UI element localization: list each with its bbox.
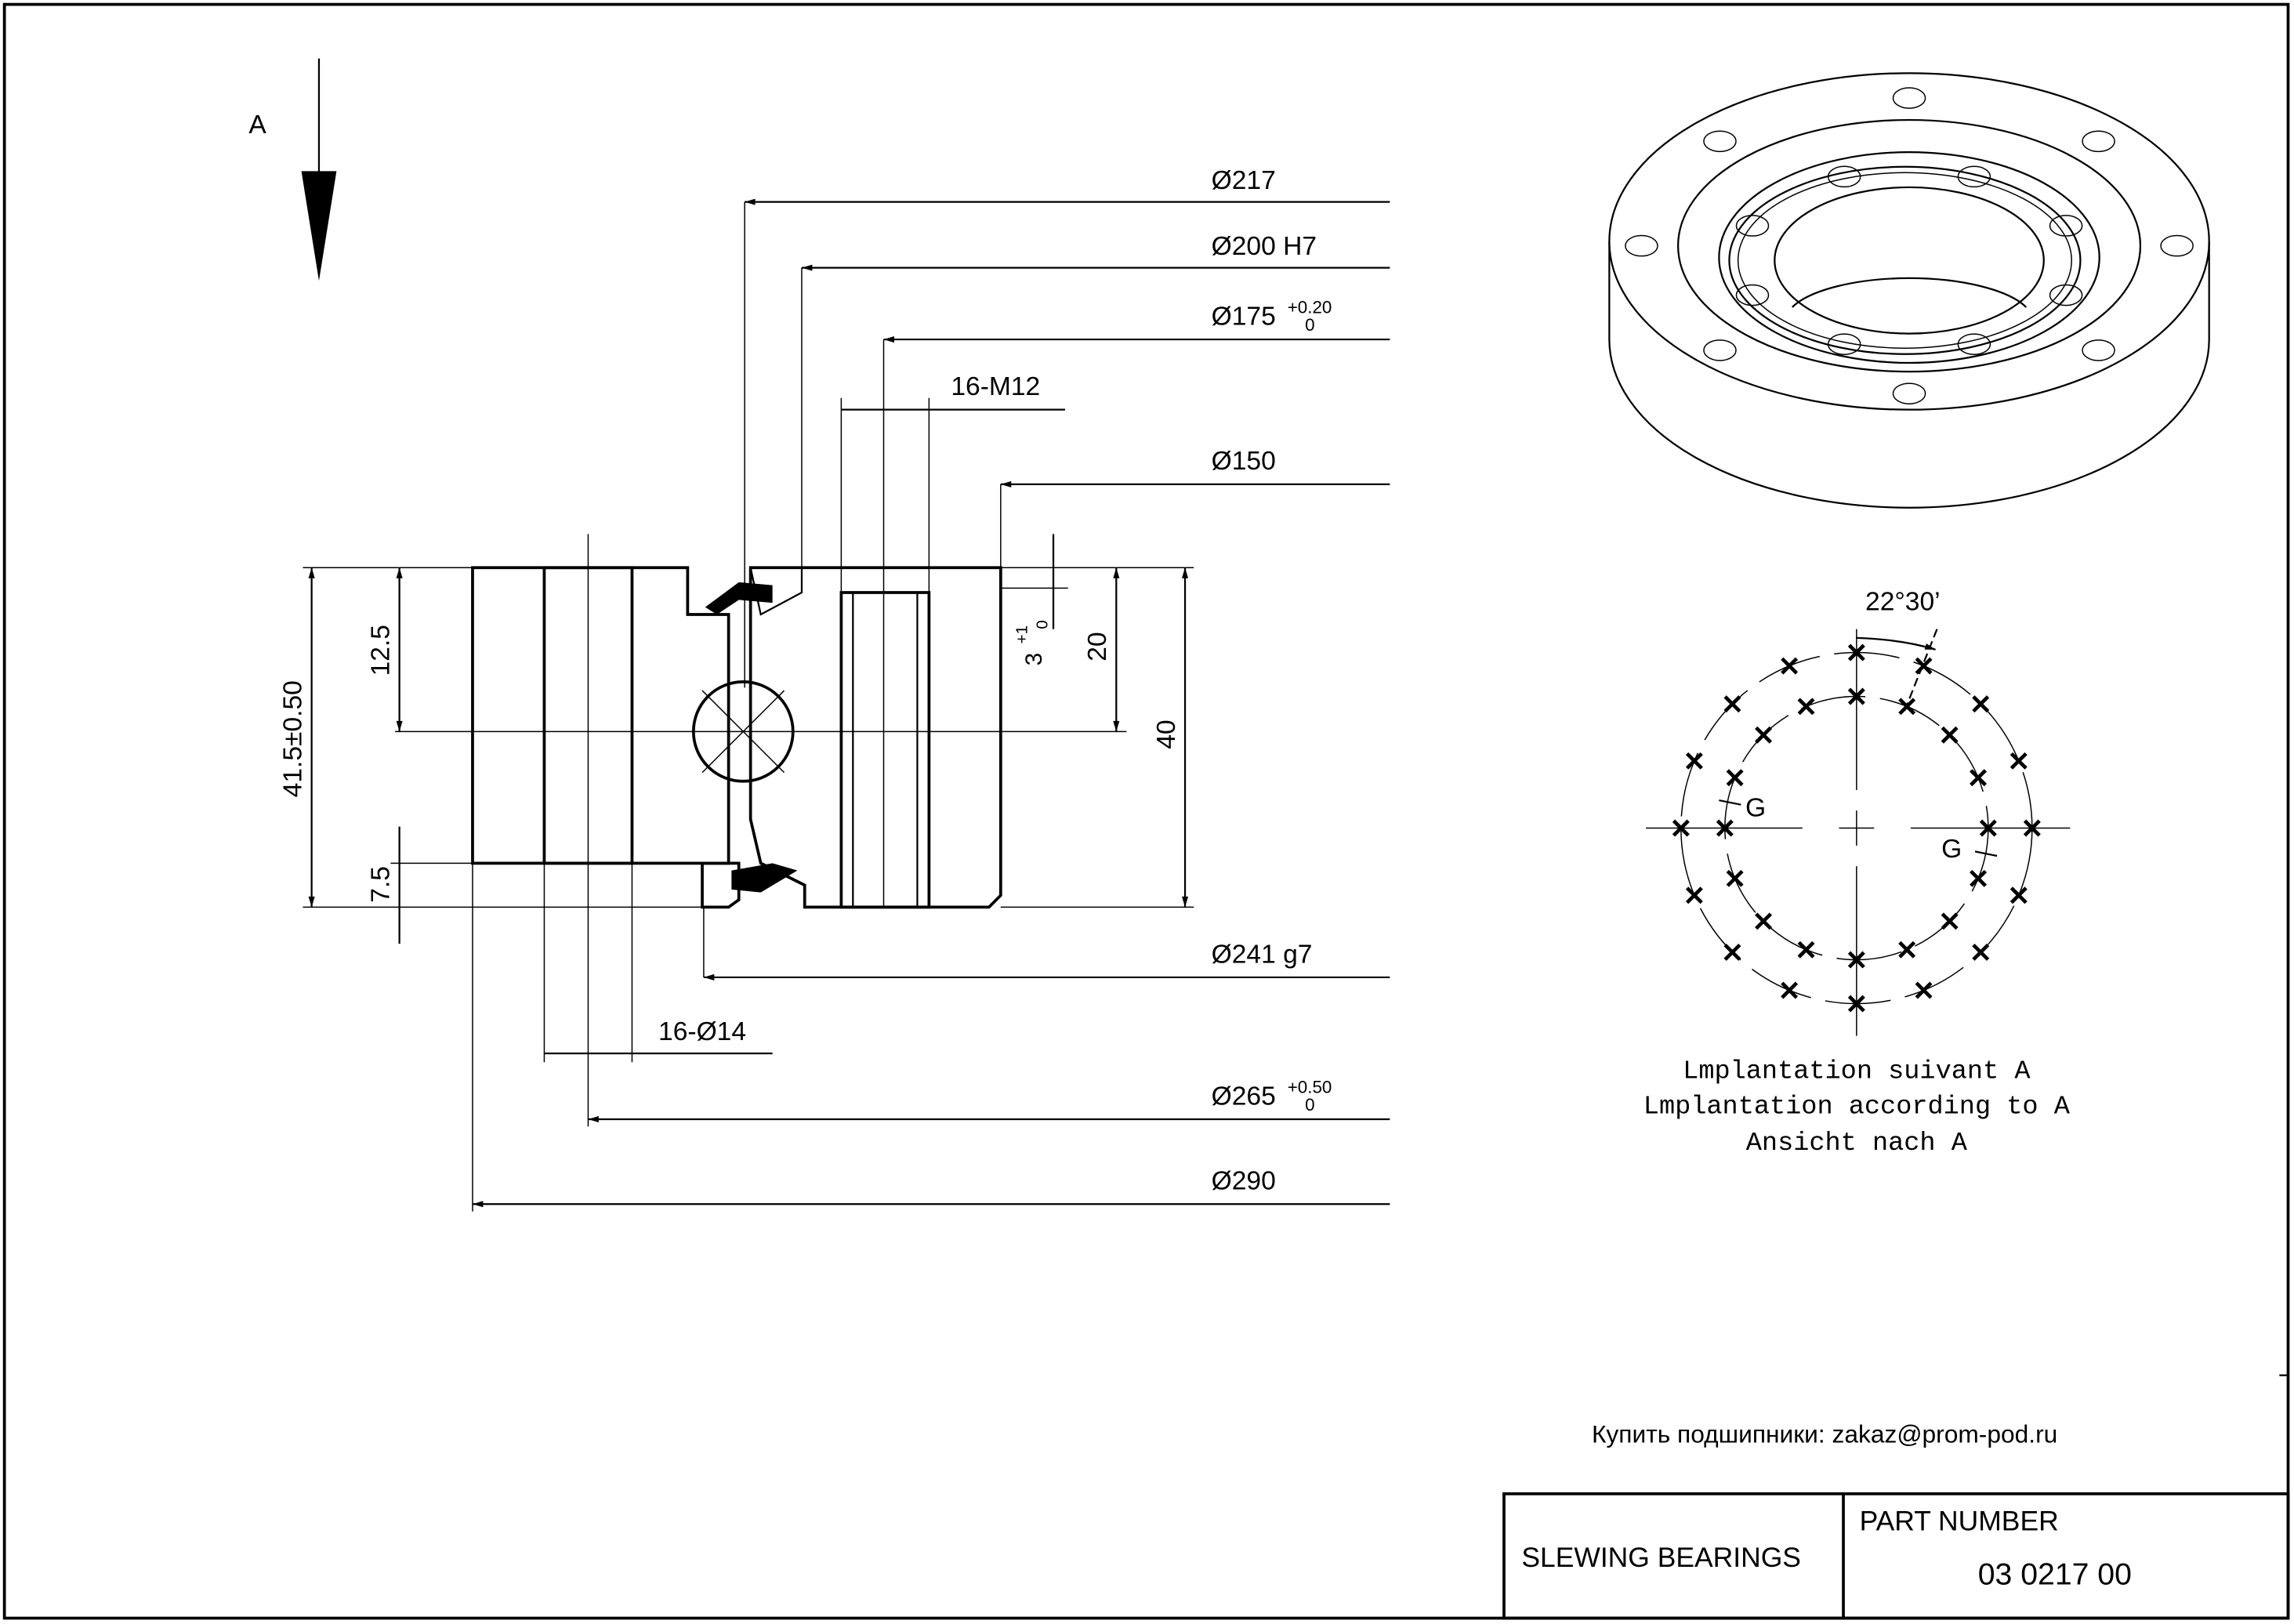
tol-lower: 0	[1034, 620, 1052, 629]
view-label: A	[248, 111, 266, 140]
inner-hole-mark	[1797, 941, 1815, 959]
angle-label: 22°30’	[1865, 587, 1941, 616]
outer-iso-hole	[1892, 382, 1926, 404]
inner-iso-hole	[2049, 284, 2083, 306]
inner-hole-mark	[1898, 698, 1916, 716]
inner-hole-mark	[1755, 912, 1773, 930]
outer-iso-hole	[1703, 130, 1737, 153]
inner-iso-hole	[1735, 284, 1770, 306]
inner-hole-mark	[1726, 769, 1744, 787]
outer-iso-hole	[2160, 234, 2194, 257]
drawing-title: SLEWING BEARINGS	[1521, 1542, 1801, 1573]
dim-d290: Ø290	[1212, 1167, 1276, 1196]
inner-hole-mark	[1755, 726, 1773, 744]
dim-d175: Ø175	[1212, 302, 1276, 331]
outer-hole-mark	[1972, 943, 1990, 961]
dim-h20: 20	[1083, 632, 1112, 661]
tol-upper: +1	[1013, 625, 1031, 643]
inner-hole-mark	[1970, 769, 1988, 787]
tol-upper: +0.20	[1288, 297, 1332, 317]
dim-h40: 40	[1152, 720, 1181, 749]
outer-hole-mark	[1723, 695, 1741, 713]
diameter-dimensions: Ø217 Ø200 H7 Ø175 +0.20 0 16-M12 Ø150 Ø2…	[472, 166, 1390, 1212]
outer-iso-hole	[1703, 339, 1737, 361]
dim-h7-5: 7.5	[367, 866, 396, 903]
inner-hole-mark	[1898, 941, 1916, 959]
arrow-down-icon	[301, 171, 337, 281]
tol-lower: 0	[1305, 1095, 1314, 1115]
height-dimensions: 41.5±0.50 12.5 7.5 3 +1 0 20 40	[279, 534, 1194, 944]
caption-en: Lmplantation according to A	[1643, 1093, 2071, 1122]
outer-hole-mark	[1972, 695, 1990, 713]
inner-hole-mark	[1797, 698, 1815, 716]
dim-d217: Ø217	[1212, 166, 1276, 195]
dim-height-total: 41.5±0.50	[279, 680, 308, 797]
tol-lower: 0	[1305, 315, 1314, 335]
outer-hole-mark	[2023, 819, 2041, 837]
inner-hole-mark	[1941, 912, 1959, 930]
outer-hole-mark	[2010, 752, 2028, 770]
outer-ring-section	[471, 566, 730, 865]
inner-hole-mark	[1979, 819, 1997, 837]
outer-hole-mark	[1781, 657, 1799, 675]
outer-hole-mark	[1847, 995, 1865, 1013]
part-number: 03 0217 00	[1978, 1558, 2132, 1592]
dim-m12: 16-M12	[951, 372, 1040, 401]
dim-holes14: 16-Ø14	[658, 1017, 746, 1046]
g-mark-right: G	[1941, 835, 1962, 864]
dim-d265: Ø265	[1212, 1082, 1276, 1111]
g-mark-left: G	[1745, 794, 1766, 823]
outer-iso-hole	[2082, 130, 2115, 153]
inner-iso-hole	[1827, 165, 1861, 188]
inner-hole-mark	[1716, 819, 1734, 837]
caption-fr: Lmplantation suivant A	[1683, 1057, 2031, 1087]
outer-hole-mark	[1915, 657, 1933, 675]
dim-d150: Ø150	[1212, 447, 1276, 476]
outer-iso-hole	[2082, 339, 2115, 361]
outer-hole-mark	[1672, 819, 1690, 837]
threaded-hole-section	[839, 591, 931, 909]
dim-h12-5: 12.5	[367, 625, 396, 676]
inner-iso-hole	[1735, 215, 1770, 237]
seal-top	[705, 582, 773, 614]
part-number-label: PART NUMBER	[1860, 1506, 2059, 1537]
inner-iso-hole	[1827, 333, 1861, 356]
inner-hole-mark	[1941, 726, 1959, 744]
tol-upper: +0.50	[1288, 1077, 1332, 1097]
inner-hole-mark	[1970, 869, 1988, 887]
outer-iso-hole	[1625, 234, 1658, 257]
outer-hole-mark	[1685, 752, 1703, 770]
outer-hole-mark	[1723, 943, 1741, 961]
inner-ring-section	[748, 566, 1002, 909]
outer-hole-mark	[1685, 886, 1703, 904]
title-block: SLEWING BEARINGS PART NUMBER 03 0217 00	[1502, 1492, 2290, 1620]
outer-iso-hole	[1892, 87, 1926, 109]
caption-de: Ansicht nach A	[1746, 1129, 1968, 1158]
dim-d241: Ø241 g7	[1212, 940, 1313, 969]
contact-text: Купить подшипники: zakaz@prom-pod.ru	[1592, 1420, 2057, 1448]
bearing-3d-view	[1608, 72, 2210, 509]
inner-iso-hole	[1957, 333, 1991, 356]
hole-pattern-view: 22°30’ G G Lmplantation suivant A Lmplan…	[1643, 587, 2071, 1158]
outer-hole-mark	[1781, 981, 1799, 999]
view-arrow-a: A	[248, 58, 337, 281]
dim-d200: Ø200 H7	[1212, 232, 1317, 261]
inner-hole-mark	[1847, 687, 1865, 705]
outer-hole-mark	[1915, 981, 1933, 999]
outer-hole-mark	[2010, 886, 2028, 904]
seal-bottom	[731, 863, 798, 893]
inner-hole-mark	[1847, 951, 1865, 969]
dim-h3: 3	[1021, 653, 1047, 666]
inner-hole-mark	[1726, 869, 1744, 887]
inner-iso-hole	[2049, 215, 2083, 237]
inner-iso-hole	[1957, 165, 1991, 188]
outer-hole-mark	[1847, 643, 1865, 662]
bearing-cross-section	[395, 339, 1127, 1127]
